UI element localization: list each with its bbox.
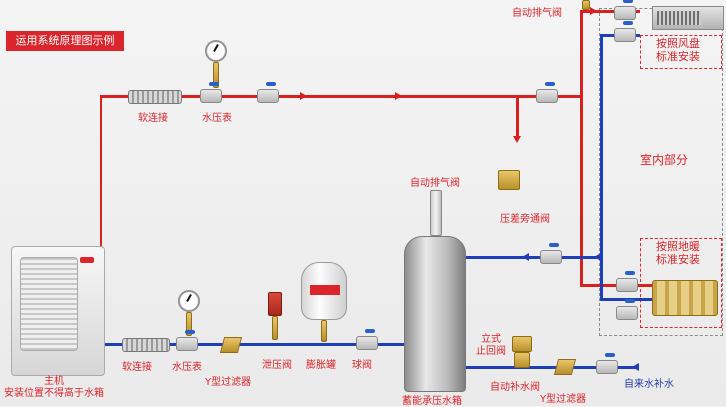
storage-tank (404, 236, 466, 392)
title-badge: 运用系统原理图示例 (6, 31, 124, 51)
pressure-gauge-top-icon (205, 40, 227, 62)
check-valve-icon (514, 352, 530, 368)
supply-arrow-1 (395, 92, 402, 100)
supply-pipe-fcu (580, 10, 640, 13)
label-storage-tank: 蓄能承压水箱 (402, 396, 462, 407)
gauge-stem-top (213, 62, 219, 88)
label-tap-water: 自来水补水 (624, 379, 674, 390)
y-filter-right-icon (553, 359, 577, 375)
auto-vent-top-icon (582, 0, 590, 10)
bypass-valve-icon (498, 170, 520, 190)
ball-valve-top (257, 82, 279, 103)
ball-valve-supply (536, 82, 558, 103)
ball-valve-return (540, 243, 562, 264)
heat-pump-unit (11, 246, 105, 376)
label-soft-connect-bottom: 软连接 (122, 362, 152, 373)
fcu-valve-return (614, 21, 636, 42)
label-bypass: 压差旁通阀 (500, 214, 550, 225)
label-floor-heating-install: 按照地暖标准安装 (656, 240, 700, 266)
y-filter-left-icon (219, 337, 243, 353)
return-pipe-vertical (600, 34, 603, 300)
label-pressure-gauge-top: 水压表 (202, 113, 232, 124)
return-pipe-bottom (100, 343, 406, 346)
fcu-valve-supply (614, 0, 636, 20)
supply-pipe-riser (100, 96, 102, 318)
label-expansion-tank: 膨胀罐 (306, 360, 336, 371)
ball-valve-bottom (356, 329, 378, 350)
bypass-pipe (516, 96, 519, 136)
return-arrow-1 (522, 253, 529, 261)
label-relief-valve: 泄压阀 (262, 360, 292, 371)
soft-connector-bottom (122, 338, 170, 352)
makeup-pipe (466, 366, 636, 369)
expansion-tank-stem (321, 320, 327, 342)
expansion-tank-icon (301, 262, 347, 320)
label-indoor: 室内部分 (640, 153, 689, 167)
label-auto-vent-tank: 自动排气阀 (410, 178, 460, 189)
relief-valve-icon (268, 292, 282, 316)
ball-valve-makeup (596, 353, 618, 374)
bypass-arrow (513, 136, 521, 143)
supply-pipe-main (100, 95, 582, 98)
relief-valve-stem (272, 316, 278, 340)
supply-pipe-down (580, 96, 583, 286)
label-vertical-check: 立式止回阀 (476, 334, 506, 357)
floor-heating-box (640, 238, 722, 328)
pressure-gauge-bottom-icon (178, 290, 200, 312)
floor-valve-supply (616, 271, 638, 292)
floor-heating-manifold (652, 280, 718, 316)
label-y-filter-left: Y型过滤器 (205, 377, 252, 388)
gauge-stem-bottom (186, 312, 192, 336)
label-y-filter-right: Y型过滤器 (540, 394, 587, 405)
label-ball-valve: 球阀 (352, 360, 372, 371)
floor-valve-return (616, 299, 638, 320)
supply-pipe-up (580, 10, 583, 98)
tank-vent-icon (430, 190, 442, 236)
label-soft-connect-top: 软连接 (138, 113, 168, 124)
label-fcu-install: 按照风盘标准安装 (656, 37, 700, 63)
return-pipe-main (466, 256, 602, 259)
label-host: 主机安装位置不得高于水箱 (4, 376, 104, 399)
supply-arrow-fcu (590, 7, 597, 15)
gauge-valve-top (200, 82, 222, 103)
makeup-arrow (632, 363, 639, 371)
supply-arrow-2 (300, 92, 307, 100)
fan-coil-box (640, 35, 722, 69)
auto-fill-valve-icon (512, 336, 532, 352)
soft-connector-top (128, 90, 182, 104)
gauge-valve-bottom (176, 330, 198, 351)
label-auto-fill: 自动补水阀 (490, 382, 540, 393)
label-auto-vent-top: 自动排气阀 (512, 8, 562, 19)
label-pressure-gauge-bottom: 水压表 (172, 362, 202, 373)
return-arrow-2 (594, 253, 601, 261)
fan-coil-unit (652, 6, 724, 30)
